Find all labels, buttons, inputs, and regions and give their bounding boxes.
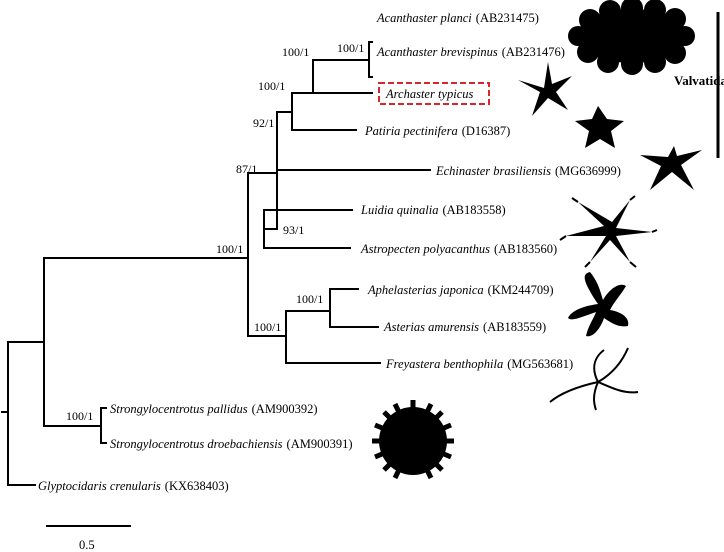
support-value: 100/1 — [254, 320, 281, 334]
patiria-silhouette — [575, 106, 624, 148]
tip-label-acanthaster-brevispinus: Acanthaster brevispinus (AB231476) — [376, 43, 565, 60]
tip-label-luidia-quinalia: Luidia quinalia (AB183558) — [360, 201, 506, 218]
tip-label-strongylocentrotus-pallidus: Strongylocentrotus pallidus (AM900392) — [110, 400, 318, 417]
echinaster-silhouette — [640, 146, 702, 190]
brisingid-silhouette — [549, 347, 639, 411]
support-value: 100/1 — [258, 79, 285, 93]
tip-label-patiria-pectinifera: Patiria pectinifera (D16387) — [364, 122, 510, 139]
tip-label-asterias-amurensis: Asterias amurensis (AB183559) — [383, 318, 546, 335]
silhouettes — [372, 0, 702, 480]
sea-urchin-silhouette — [372, 400, 454, 480]
tree-branches — [1, 41, 431, 486]
support-values: 100/1 100/1 100/1 92/1 87/1 93/1 100/1 1… — [66, 41, 364, 423]
support-value: 100/1 — [282, 45, 309, 59]
support-value: 100/1 — [337, 41, 364, 55]
archaster-silhouette — [518, 62, 572, 116]
support-value: 100/1 — [296, 292, 323, 306]
tip-label-acanthaster-planci: Acanthaster planci (AB231475) — [376, 9, 539, 26]
scale-bar-label: 0.5 — [79, 538, 95, 552]
support-value: 93/1 — [283, 223, 304, 237]
tip-label-echinaster-brasiliensis: Echinaster brasiliensis (MG636999) — [435, 162, 621, 179]
support-value: 100/1 — [66, 409, 93, 423]
support-value: 100/1 — [216, 242, 243, 256]
tip-labels: Acanthaster planci (AB231475) Acanthaste… — [38, 9, 621, 494]
tip-label-archaster-typicus: Archaster typicus — [385, 87, 474, 101]
astropecten-silhouette — [559, 195, 658, 268]
tip-label-freyastera-benthophila: Freyastera benthophila (MG563681) — [385, 355, 573, 372]
tip-label-astropecten-polyacanthus: Astropecten polyacanthus (AB183560) — [360, 240, 557, 257]
asterias-silhouette — [568, 272, 629, 337]
tip-label-glyptocidaris-crenularis: Glyptocidaris crenularis (KX638403) — [38, 477, 229, 494]
acanthaster-silhouette — [568, 0, 695, 75]
tip-label-strongylocentrotus-droebachiensis: Strongylocentrotus droebachiensis (AM900… — [110, 435, 353, 452]
tip-label-aphelasterias-japonica: Aphelasterias japonica (KM244709) — [367, 281, 554, 298]
highlight-box — [378, 82, 490, 105]
support-value: 87/1 — [236, 162, 257, 176]
clade-label-valvatida: Valvatida — [674, 73, 724, 88]
support-value: 92/1 — [253, 116, 274, 130]
